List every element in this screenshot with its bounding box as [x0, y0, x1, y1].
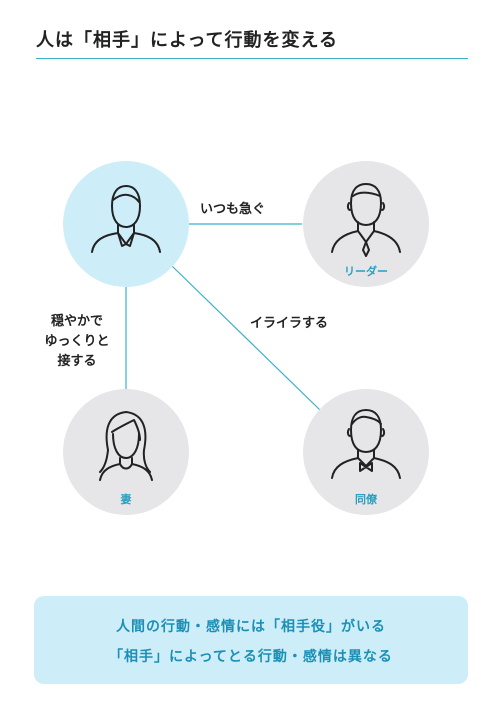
man-icon: [91, 185, 161, 253]
node-coworker: [303, 389, 429, 515]
node-self: [63, 161, 189, 287]
node-wife: [63, 389, 189, 515]
edge-label-self-coworker: イライラする: [250, 316, 329, 331]
summary-line-2: 「相手」によってとる行動・感情は異なる: [109, 649, 393, 665]
man-with-tie-icon: [331, 183, 401, 257]
edge-label-self-wife: 穏やかで ゆっくりと 接する: [36, 312, 118, 372]
summary-box: 人間の行動・感情には「相手役」がいる 「相手」によってとる行動・感情は異なる: [34, 596, 468, 684]
role-label-wife: 妻: [120, 493, 132, 506]
page-title: 人は「相手」によって行動を変える: [36, 30, 339, 51]
woman-icon: [99, 411, 153, 481]
summary-line-1: 人間の行動・感情には「相手役」がいる: [116, 619, 386, 635]
role-label-coworker: 同僚: [355, 493, 377, 506]
title-underline: [36, 58, 468, 59]
edge-label-self-leader: いつも急ぐ: [200, 202, 266, 217]
edge-self-coworker: [171, 265, 321, 411]
node-leader: [303, 161, 429, 287]
role-label-leader: リーダー: [344, 265, 388, 278]
edge-label-line: 穏やかで: [50, 314, 103, 329]
man-with-bowtie-icon: [331, 409, 401, 479]
edge-label-line: 接する: [57, 354, 97, 369]
edge-label-line: ゆっくりと: [44, 334, 110, 349]
